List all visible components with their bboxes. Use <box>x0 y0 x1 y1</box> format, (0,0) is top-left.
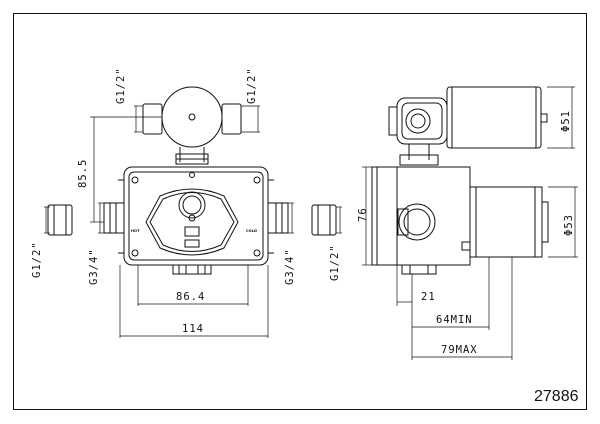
front-top-valve <box>142 86 242 165</box>
dim-g12-right: G1/2" <box>329 244 341 281</box>
dim-79max: 79MAX <box>441 344 478 356</box>
drawing-frame <box>13 13 587 410</box>
side-view <box>371 86 549 275</box>
dim-85-5: 85.5 <box>77 159 89 188</box>
dim-g34-left: G3/4" <box>88 248 100 285</box>
dim-g12-top-right: G1/2" <box>246 67 258 104</box>
hot-label: HOT <box>131 229 140 233</box>
front-separate-fittings <box>47 204 337 236</box>
dim-86-4: 86.4 <box>176 291 205 303</box>
dim-g12-top-left: G1/2" <box>115 67 127 104</box>
dim-g12-left: G1/2" <box>31 241 43 278</box>
front-side-inlets <box>103 202 289 234</box>
side-dimension-lines <box>362 86 578 360</box>
dim-phi51: Φ51 <box>560 110 572 132</box>
dim-76: 76 <box>357 207 369 222</box>
dim-phi53: Φ53 <box>563 214 575 236</box>
dim-g34-right: G3/4" <box>284 248 296 285</box>
cold-label: COLD <box>246 229 257 233</box>
front-dimension-lines <box>44 105 342 338</box>
dim-114: 114 <box>182 323 204 335</box>
front-main-body <box>118 166 274 275</box>
dim-64min: 64MIN <box>436 314 473 326</box>
reference-number: 27886 <box>534 388 579 405</box>
dim-21: 21 <box>421 291 436 303</box>
